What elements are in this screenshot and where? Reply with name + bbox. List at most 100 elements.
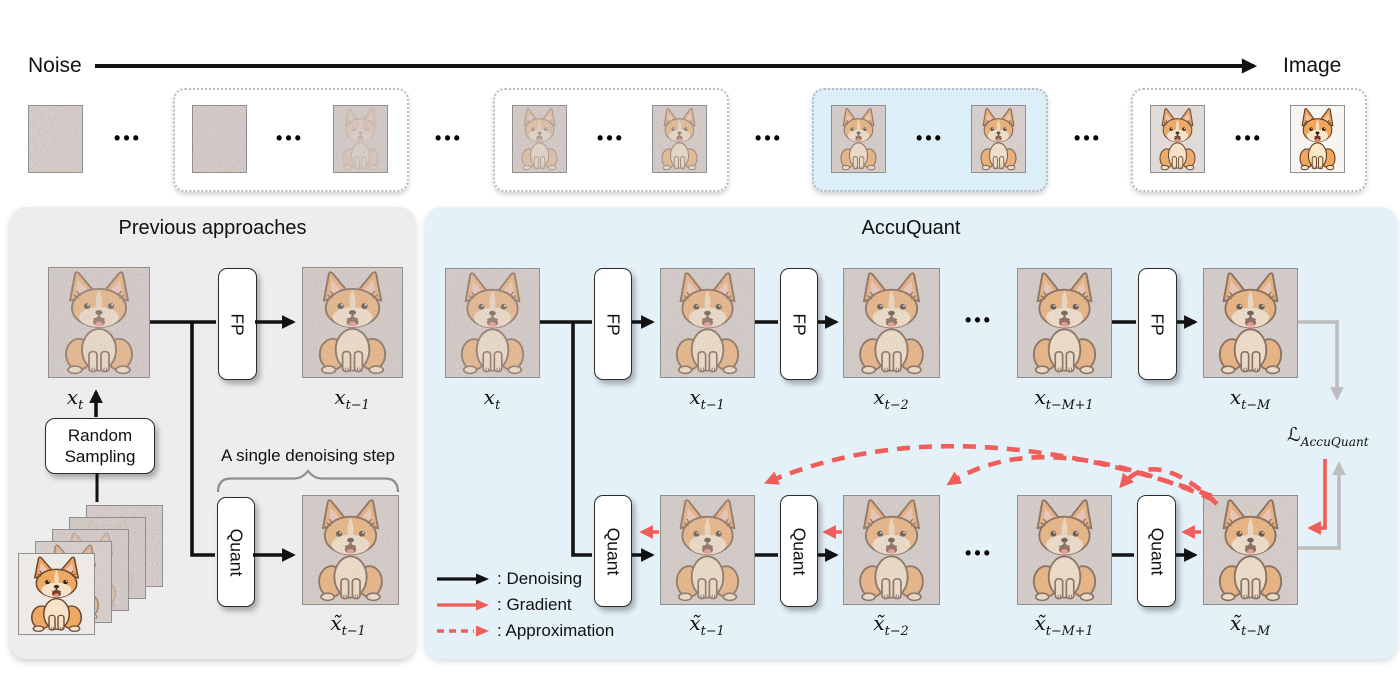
acc-xtM1-image — [1017, 268, 1112, 378]
noise-overlay — [832, 106, 885, 172]
diffusion-image — [512, 105, 567, 173]
noise-overlay — [972, 106, 1025, 172]
noise-overlay — [193, 106, 246, 172]
noise-overlay — [49, 268, 149, 377]
acc-xt1-quant-image — [660, 495, 755, 605]
fp-model-box: FP — [780, 268, 818, 380]
single-denoising-step-note: A single denoising step — [221, 446, 395, 465]
noise-overlay — [1018, 269, 1111, 377]
fp-label: FP — [1148, 312, 1168, 336]
acc-xt2-quant-label: x̃t−2 — [873, 611, 909, 639]
prev-xt1-label: xt−1 — [334, 385, 370, 413]
image-label: Image — [1283, 54, 1342, 77]
legend-denoising: : Denoising — [436, 566, 614, 592]
noise-overlay — [334, 106, 387, 172]
accuquant-title: AccuQuant — [861, 217, 961, 239]
acc-xt2-quant-image — [843, 495, 940, 605]
diffusion-image — [971, 105, 1026, 173]
ellipsis: ••• — [597, 128, 625, 148]
quant-label: Quant — [603, 527, 624, 575]
sample-stack-image-front — [18, 553, 95, 635]
noise-overlay — [661, 496, 754, 604]
quant-label: Quant — [226, 528, 247, 576]
noise-overlay — [303, 268, 402, 377]
acc-xtM1-label: xt−M+1 — [1034, 385, 1094, 413]
ellipsis: ••• — [435, 128, 463, 148]
noise-overlay — [1204, 269, 1297, 377]
diffusion-image — [333, 105, 388, 173]
fp-label: FP — [228, 312, 248, 336]
diffusion-image — [192, 105, 247, 173]
legend-gradient: : Gradient — [436, 592, 614, 618]
fp-model-box: FP — [594, 268, 632, 380]
acc-xt1-image — [660, 268, 755, 378]
quant-model-box: Quant — [594, 495, 632, 607]
fp-label: FP — [789, 312, 810, 336]
diffusion-image — [1150, 105, 1205, 173]
ellipsis: ••• — [755, 128, 783, 148]
prev-xt1-quant-label: x̃t−1 — [330, 611, 366, 639]
diffusion-image — [652, 105, 707, 173]
acc-xt-label: xt — [483, 385, 501, 413]
accuquant-loss-label: ℒAccuQuant — [1287, 424, 1369, 449]
acc-xtM-quant-image — [1203, 495, 1298, 605]
noise-overlay — [303, 496, 398, 604]
noise-label: Noise — [28, 54, 82, 77]
ellipsis: ••• — [1074, 128, 1102, 148]
ellipsis: ••• — [114, 128, 142, 148]
noise-overlay — [844, 269, 939, 377]
legend: : Denoising : Gradient : Approximation — [436, 566, 614, 644]
noise-overlay — [1204, 496, 1297, 604]
prev-xt1-quant-image — [302, 495, 399, 605]
acc-xtM-label: xt−M — [1229, 385, 1271, 413]
ellipsis: ••• — [916, 128, 944, 148]
legend-approximation: : Approximation — [436, 618, 614, 644]
noise-overlay — [19, 554, 94, 634]
prev-xt-label: xt — [66, 385, 84, 413]
noise-overlay — [661, 269, 754, 377]
legend-approximation-label: : Approximation — [497, 621, 615, 640]
random-sampling-box: Random Sampling — [45, 418, 155, 474]
ellipsis: ••• — [276, 128, 304, 148]
noise-overlay — [844, 496, 939, 604]
noise-overlay — [446, 269, 539, 377]
quant-model-box: Quant — [780, 495, 818, 607]
noise-overlay — [29, 106, 82, 172]
fp-model-box: FP — [218, 268, 257, 380]
random-sampling-line2: Sampling — [64, 447, 136, 466]
ellipsis: ••• — [965, 310, 993, 330]
black-arrow-icon — [437, 573, 489, 585]
acc-xt1-quant-label: x̃t−1 — [689, 611, 725, 639]
acc-xt1-label: xt−1 — [689, 385, 725, 413]
quant-label: Quant — [789, 527, 810, 575]
legend-denoising-label: : Denoising — [497, 569, 583, 588]
quant-model-box: Quant — [217, 497, 255, 607]
diffusion-image — [831, 105, 886, 173]
ellipsis: ••• — [965, 543, 993, 563]
quant-label: Quant — [1147, 527, 1167, 575]
noise-overlay — [653, 106, 706, 172]
quant-model-box: Quant — [1137, 495, 1176, 607]
acc-xt-image — [445, 268, 540, 378]
fp-label: FP — [603, 312, 624, 336]
acc-xtM-quant-label: x̃t−M — [1229, 611, 1271, 639]
noise-overlay — [513, 106, 566, 172]
acc-xt2-label: xt−2 — [873, 385, 909, 413]
acc-xtM-image — [1203, 268, 1298, 378]
diffusion-image-pure-noise — [28, 105, 83, 173]
red-dashed-arrow-icon — [437, 625, 489, 637]
acc-xtM1-quant-image — [1017, 495, 1112, 605]
prev-xt1-image — [302, 267, 403, 378]
red-arrow-icon — [437, 599, 489, 611]
acc-xtM1-quant-label: x̃t−M+1 — [1034, 611, 1094, 639]
legend-gradient-label: : Gradient — [497, 595, 572, 614]
previous-approaches-title: Previous approaches — [118, 217, 307, 239]
diffusion-image-clean — [1290, 105, 1345, 173]
noise-overlay — [1018, 496, 1111, 604]
ellipsis: ••• — [1235, 128, 1263, 148]
prev-xt-image — [48, 267, 150, 378]
noise-overlay — [1151, 106, 1204, 172]
acc-xt2-image — [843, 268, 940, 378]
random-sampling-line1: Random — [67, 425, 133, 445]
